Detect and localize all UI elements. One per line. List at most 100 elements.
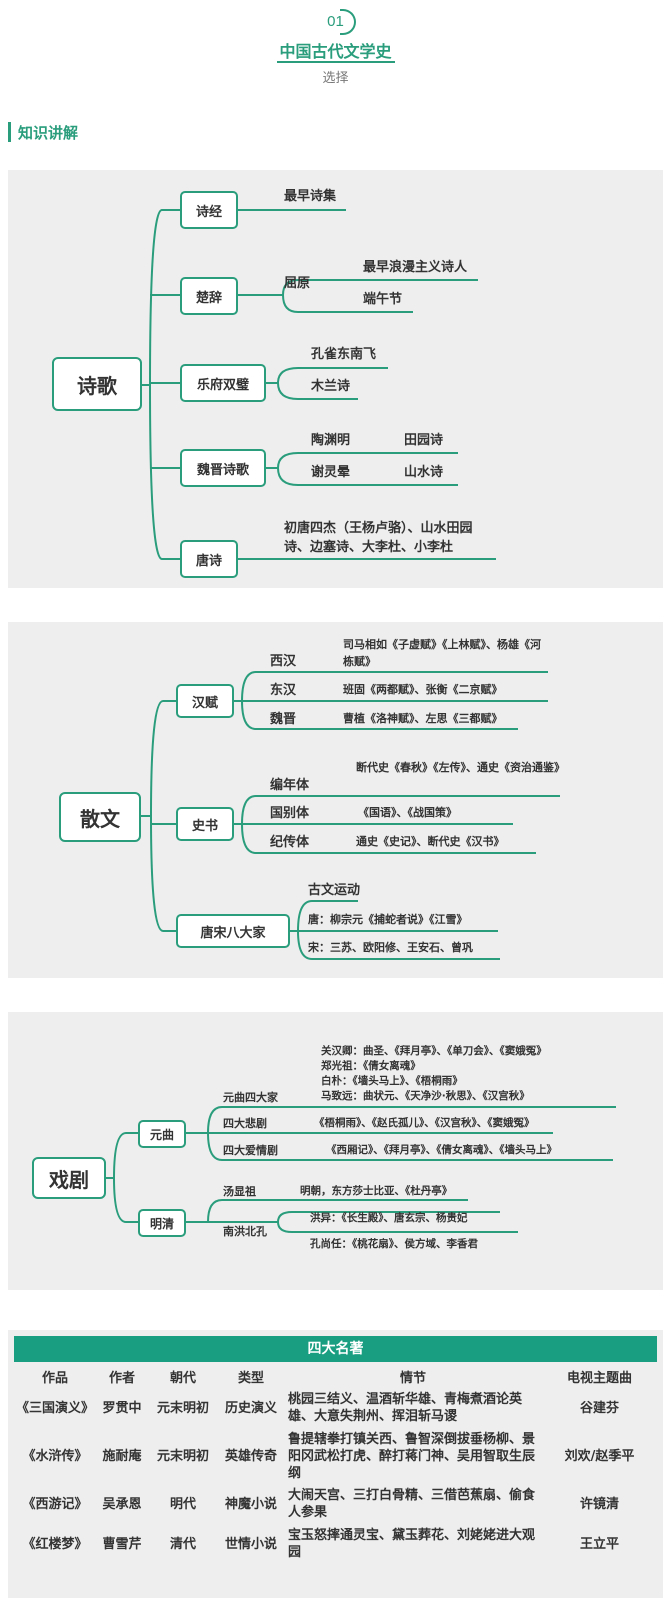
header-plot: 情节 bbox=[399, 1370, 426, 1386]
yuanqu-sida-line-4: 马致远：曲状元、《天净沙·秋思》、《汉宫秋》 bbox=[321, 1090, 530, 1102]
beiju-label: 四大悲剧 bbox=[223, 1117, 267, 1130]
chapter-number: 01 bbox=[327, 13, 344, 30]
guobie-text: 《国语》、《战国策》 bbox=[358, 806, 457, 819]
section-marker bbox=[8, 122, 11, 142]
biannian-text: 断代史《春秋》《左传》、通史《资治通鉴》 bbox=[356, 761, 565, 774]
weijin-fu-text: 曹植《洛神赋》、左思《三都赋》 bbox=[343, 712, 503, 725]
title-underline bbox=[277, 61, 395, 63]
cell-song: 王立平 bbox=[579, 1536, 619, 1552]
jizhuan-text: 通史《史记》、断代史《汉书》 bbox=[356, 835, 505, 848]
header-song: 电视主题曲 bbox=[566, 1370, 632, 1386]
drama-root-node: 戏剧 bbox=[32, 1157, 106, 1199]
table-header-row: 作品 作者 朝代 类型 情节 电视主题曲 bbox=[14, 1364, 657, 1388]
section-title: 知识讲解 bbox=[18, 124, 79, 142]
page-subtitle: 选择 bbox=[322, 71, 349, 86]
yuanqu-sida-line-3: 白朴：《墙头马上》、《梧桐雨》 bbox=[321, 1075, 463, 1087]
table-row: 《水浒传》 施耐庵 元末明初 英雄传奇 鲁提辖拳打镇关西、鲁智深倒拔垂杨柳、景阳… bbox=[14, 1428, 657, 1484]
weijin-fu-label: 魏晋 bbox=[270, 712, 297, 727]
guobie-label: 国别体 bbox=[270, 806, 310, 821]
donghan-label: 东汉 bbox=[270, 683, 297, 698]
yuanqu-sida-label: 元曲四大家 bbox=[223, 1091, 278, 1104]
cell-plot: 桃园三结义、温酒斩华雄、青梅煮酒论英雄、大意失荆州、挥泪斩马谡 bbox=[288, 1392, 523, 1424]
four-classics-panel: 四大名著 作品 作者 朝代 类型 情节 电视主题曲 《三国演义》 罗贯中 元末明… bbox=[8, 1330, 663, 1598]
cell-type: 神魔小说 bbox=[224, 1496, 277, 1512]
shijing-node: 诗经 bbox=[180, 191, 238, 229]
four-classics-table: 作品 作者 朝代 类型 情节 电视主题曲 《三国演义》 罗贯中 元末明初 历史演… bbox=[14, 1364, 657, 1564]
cell-author: 曹雪芹 bbox=[102, 1536, 142, 1552]
cell-plot: 大闹天宫、三打白骨精、三借芭蕉扇、偷食人参果 bbox=[288, 1488, 536, 1520]
cell-work: 《红楼梦》 bbox=[22, 1536, 88, 1552]
cell-work: 《水浒传》 bbox=[22, 1448, 88, 1464]
tang-poetry-node: 唐诗 bbox=[180, 540, 238, 578]
drama-mindmap: 戏剧 元曲 元曲四大家 关汉卿：曲圣、《拜月亭》、《单刀会》、《窦娥冤》 郑光祖… bbox=[8, 1012, 663, 1290]
shishu-node: 史书 bbox=[176, 807, 234, 841]
chuci-leaf-2: 端午节 bbox=[363, 292, 403, 307]
header-work: 作品 bbox=[41, 1370, 68, 1386]
cell-plot: 鲁提辖拳打镇关西、鲁智深倒拔垂杨柳、景阳冈武松打虎、醉打蒋门神、吴用智取生辰纲 bbox=[288, 1431, 536, 1481]
header-dynasty: 朝代 bbox=[169, 1370, 196, 1386]
poetry-mindmap: 诗歌 诗经 最早诗集 楚辞 屈原 最早浪漫主义诗人 端午节 乐府双璧 孔雀东南飞… bbox=[8, 170, 663, 588]
xihan-label: 西汉 bbox=[270, 654, 297, 669]
cell-type: 世情小说 bbox=[224, 1536, 277, 1552]
weijin-poet-1: 陶渊明 bbox=[311, 433, 351, 448]
poetry-connectors bbox=[142, 209, 496, 560]
yuefu-leaf-1: 孔雀东南飞 bbox=[311, 347, 377, 362]
cell-dynasty: 元末明初 bbox=[156, 1448, 209, 1464]
weijin-genre-1: 田园诗 bbox=[404, 433, 444, 448]
cell-type: 英雄传奇 bbox=[224, 1448, 277, 1464]
biannian-label: 编年体 bbox=[270, 778, 310, 793]
nanhong-label: 南洪北孔 bbox=[223, 1225, 267, 1238]
table-title: 四大名著 bbox=[14, 1336, 657, 1362]
cell-type: 历史演义 bbox=[224, 1400, 277, 1416]
shijing-leaf: 最早诗集 bbox=[284, 189, 337, 204]
jizhuan-label: 纪传体 bbox=[270, 835, 310, 850]
page-title: 中国古代文学史 bbox=[279, 42, 392, 61]
xihan-text: 司马相如《子虚赋》《上林赋》、杨雄《河栋赋》 bbox=[343, 638, 541, 668]
drama-connectors bbox=[106, 1106, 616, 1233]
prose-mindmap: 散文 汉赋 西汉 司马相如《子虚赋》《上林赋》、杨雄《河栋赋》 东汉 班固《两都… bbox=[8, 622, 663, 978]
cell-author: 罗贯中 bbox=[102, 1400, 142, 1416]
cell-song: 刘欢/赵季平 bbox=[564, 1448, 635, 1464]
mingqing-node: 明清 bbox=[138, 1209, 186, 1237]
tang-xianzu-label: 汤显祖 bbox=[223, 1185, 256, 1198]
cell-author: 吴承恩 bbox=[102, 1496, 142, 1512]
chuci-author: 屈原 bbox=[284, 276, 311, 291]
prose-root-node: 散文 bbox=[59, 792, 141, 842]
crescent-icon bbox=[340, 9, 356, 35]
header-author: 作者 bbox=[108, 1370, 135, 1386]
cell-author: 施耐庵 bbox=[102, 1448, 142, 1464]
weijin-poetry-node: 魏晋诗歌 bbox=[180, 449, 266, 487]
aiqing-label: 四大爱情剧 bbox=[223, 1144, 278, 1157]
cell-song: 许镜清 bbox=[579, 1496, 619, 1512]
prose-connectors bbox=[141, 671, 560, 960]
chuci-node: 楚辞 bbox=[180, 277, 238, 315]
aiqing-text: 《西厢记》、《拜月亭》、《倩女离魂》、《墙头马上》 bbox=[326, 1144, 557, 1156]
donghan-text: 班固《两都赋》、张衡《二京赋》 bbox=[343, 683, 503, 696]
header-type: 类型 bbox=[237, 1370, 264, 1386]
tang-xianzu-text: 明朝，东方莎士比亚、《杜丹亭》 bbox=[300, 1185, 453, 1197]
tangsong-node: 唐宋八大家 bbox=[176, 914, 290, 948]
beiju-text: 《梧桐雨》、《赵氏孤儿》、《汉宫秋》、《窦娥冤》 bbox=[314, 1117, 535, 1129]
table-row: 《三国演义》 罗贯中 元末明初 历史演义 桃园三结义、温酒斩华雄、青梅煮酒论英雄… bbox=[14, 1388, 657, 1428]
page-header: 01 中国古代文学史 选择 bbox=[0, 0, 671, 100]
yuefu-leaf-2: 木兰诗 bbox=[311, 379, 351, 394]
weijin-poet-2: 谢灵晕 bbox=[311, 465, 351, 480]
cell-dynasty: 明代 bbox=[169, 1496, 196, 1512]
hong-text: 洪异：《长生殿》、唐玄宗、杨贵妃 bbox=[310, 1212, 468, 1224]
yuanqu-sida-line-1: 关汉卿：曲圣、《拜月亭》、《单刀会》、《窦娥冤》 bbox=[321, 1045, 547, 1057]
tangsong-leaf-1: 古文运动 bbox=[308, 883, 361, 898]
weijin-genre-2: 山水诗 bbox=[404, 465, 444, 480]
cell-plot: 宝玉怒摔通灵宝、黛玉葬花、刘姥姥进大观园 bbox=[288, 1528, 536, 1560]
tangsong-leaf-2: 唐：柳宗元《捕蛇者说》《江雪》 bbox=[308, 913, 468, 926]
table-row: 《西游记》 吴承恩 明代 神魔小说 大闹天宫、三打白骨精、三借芭蕉扇、偷食人参果… bbox=[14, 1484, 657, 1524]
cell-song: 谷建芬 bbox=[579, 1400, 619, 1416]
cell-work: 《西游记》 bbox=[22, 1496, 88, 1512]
yuanqu-node: 元曲 bbox=[138, 1120, 186, 1148]
kong-text: 孔尚任：《桃花扇》、侯方域、李香君 bbox=[310, 1238, 478, 1250]
hanfu-node: 汉赋 bbox=[176, 684, 234, 718]
chuci-leaf-1: 最早浪漫主义诗人 bbox=[363, 260, 468, 275]
tang-poetry-leaf: 初唐四杰（王杨卢骆）、山水田园诗、边塞诗、大李杜、小李杜 bbox=[284, 521, 473, 555]
poetry-root-node: 诗歌 bbox=[52, 357, 142, 411]
yuanqu-sida-line-2: 郑光祖：《倩女离魂》 bbox=[321, 1060, 421, 1072]
yuefu-node: 乐府双璧 bbox=[180, 364, 266, 402]
